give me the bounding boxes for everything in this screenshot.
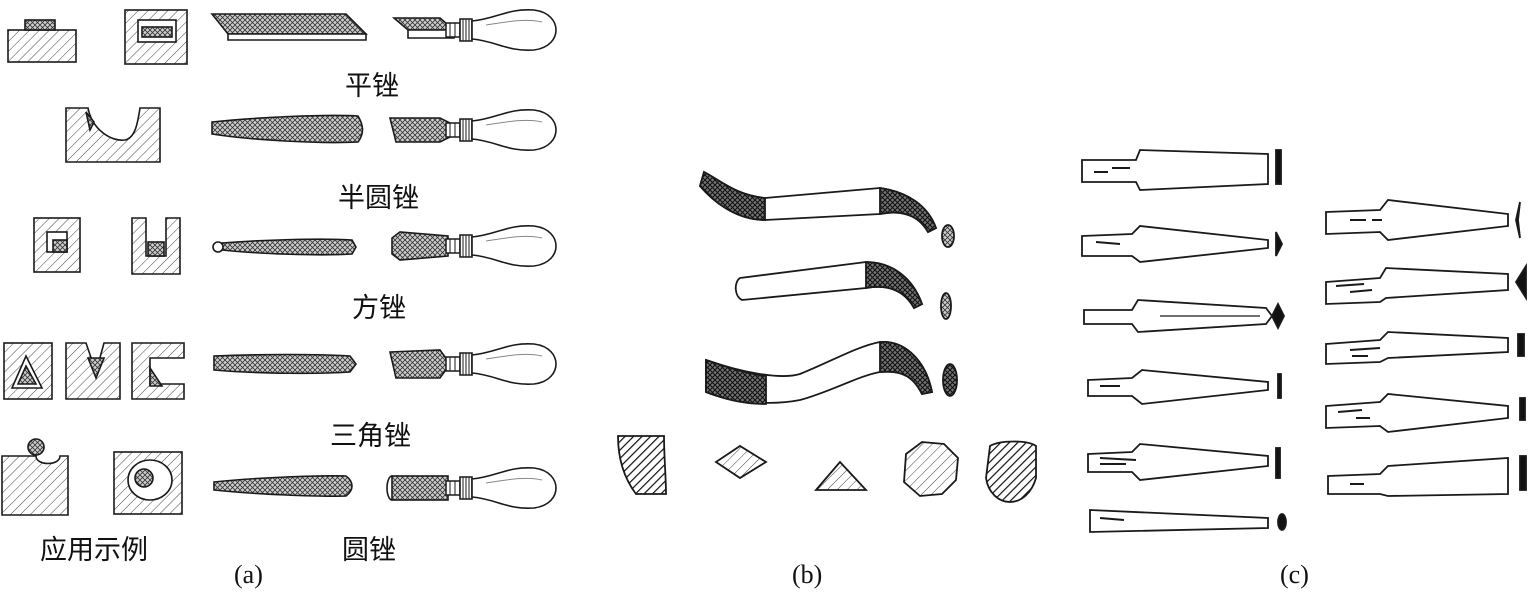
square-file-blade <box>212 238 357 256</box>
needle-file-c4 <box>1087 369 1282 405</box>
needle-file-c9 <box>1325 331 1525 365</box>
flat-file-handle <box>391 8 557 52</box>
panel-b-label: (b) <box>792 560 823 589</box>
panel-a <box>1 8 557 516</box>
needle-file-c10 <box>1325 393 1526 433</box>
label-triangle-file: 三角锉 <box>330 421 411 452</box>
label-application-examples: 应用示例 <box>40 535 148 566</box>
panel-c-label: (c) <box>1280 560 1309 589</box>
square-file-handle <box>391 224 557 268</box>
needle-file-c3 <box>1083 299 1286 333</box>
needle-file-c2 <box>1081 225 1284 263</box>
label-half-round-file: 半圆锉 <box>338 183 419 214</box>
label-round-file: 圆锉 <box>342 535 396 566</box>
round-file-handle <box>386 466 557 510</box>
needle-file-c7 <box>1325 199 1521 241</box>
needle-file-c8 <box>1325 262 1527 305</box>
needle-file-c5 <box>1087 443 1281 481</box>
half-round-file-handle <box>388 108 557 152</box>
needle-file-c6 <box>1089 509 1287 533</box>
bent-file-3 <box>705 341 958 405</box>
example-square <box>33 217 181 275</box>
bent-file-1 <box>699 170 955 248</box>
label-flat-file: 平锉 <box>345 71 399 102</box>
needle-file-c11 <box>1327 455 1527 497</box>
example-triangle <box>3 342 185 400</box>
example-half-round <box>65 107 161 163</box>
needle-file-c1 <box>1081 149 1282 191</box>
panel-c <box>1081 149 1527 533</box>
bent-file-2 <box>734 261 952 320</box>
panel-b <box>617 170 1037 503</box>
label-square-file: 方锉 <box>352 293 406 324</box>
half-round-file-blade <box>211 114 364 144</box>
cross-sections-b <box>617 435 1037 503</box>
triangle-file-blade <box>213 353 357 375</box>
example-flat <box>7 9 188 65</box>
flat-file-blade <box>210 13 368 41</box>
example-round <box>1 438 183 516</box>
panel-a-label: (a) <box>234 560 263 589</box>
triangle-file-handle <box>389 342 557 386</box>
round-file-blade <box>213 475 353 497</box>
